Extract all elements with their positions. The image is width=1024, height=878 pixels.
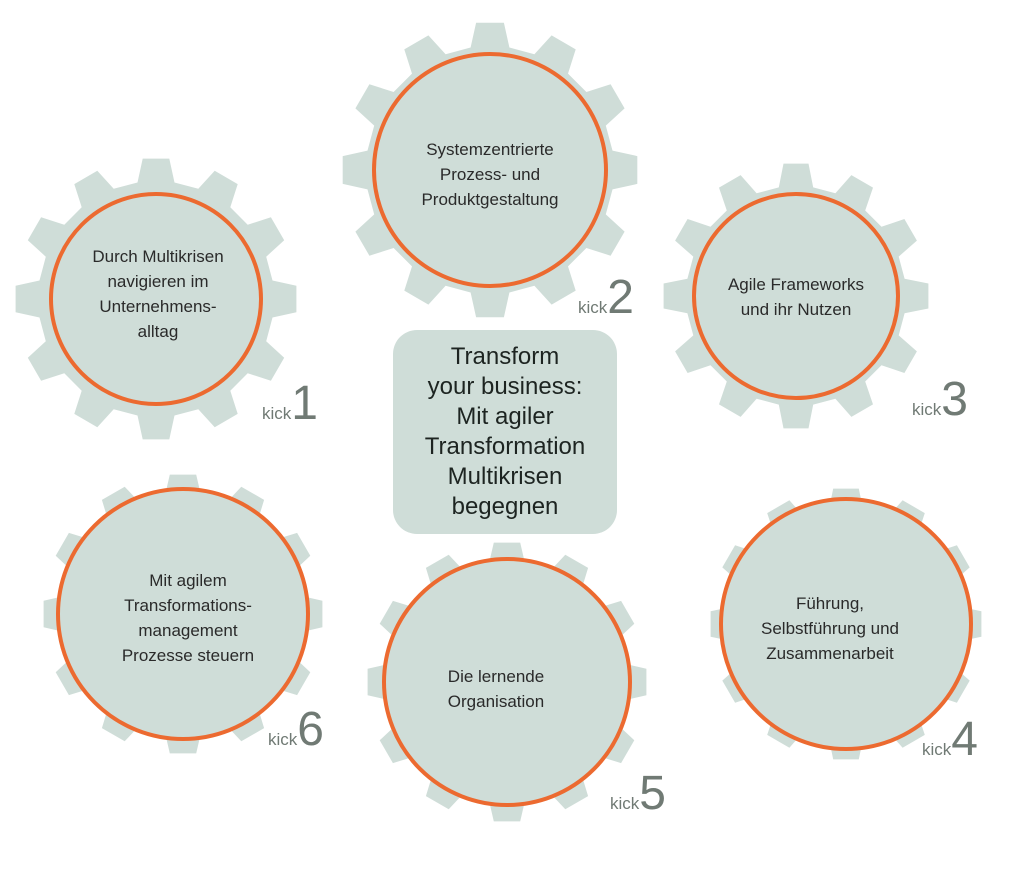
gear-4-kick: kick4 bbox=[922, 716, 978, 764]
gear-2-kick-number: 2 bbox=[607, 271, 634, 324]
gear-1-ring bbox=[49, 192, 263, 406]
gear-3-label: Agile Frameworks und ihr Nutzen bbox=[727, 275, 865, 319]
gear-4-label: Führung, Selbstführung und Zusammenarbei… bbox=[761, 594, 899, 663]
gear-2-kick: kick2 bbox=[578, 274, 634, 322]
gear-6-kick-number: 6 bbox=[297, 703, 324, 756]
gear-2-label: Systemzentrierte Prozess- und Produktges… bbox=[421, 140, 559, 209]
gear-3-kick: kick3 bbox=[912, 376, 968, 424]
gear-5-kick-number: 5 bbox=[639, 767, 666, 820]
gear-5-label: Die lernende Organisation bbox=[447, 667, 545, 711]
center-title: Transform your business: Mit agiler Tran… bbox=[424, 343, 586, 520]
gear-1-kick: kick1 bbox=[262, 380, 318, 428]
gear-2-kick-word: kick bbox=[578, 298, 608, 317]
gear-4-kick-number: 4 bbox=[951, 713, 978, 766]
gear-5-kick-word: kick bbox=[610, 794, 640, 813]
gear-2-ring bbox=[372, 52, 608, 288]
gear-6-kick-word: kick bbox=[268, 730, 298, 749]
gear-5-kick: kick5 bbox=[610, 770, 666, 818]
gear-1-kick-number: 1 bbox=[291, 377, 318, 430]
gear-4-kick-word: kick bbox=[922, 740, 952, 759]
gear-layer bbox=[15, 22, 982, 822]
gear-3-kick-number: 3 bbox=[941, 373, 968, 426]
gear-5-ring bbox=[382, 557, 632, 807]
gear-4-ring bbox=[719, 497, 973, 751]
gear-3-kick-word: kick bbox=[912, 400, 942, 419]
center-box: Transform your business: Mit agiler Tran… bbox=[393, 330, 617, 534]
gear-6-label: Mit agilem Transformations- management P… bbox=[121, 571, 255, 665]
gear-1-kick-word: kick bbox=[262, 404, 292, 423]
gear-1-label: Durch Multikrisen navigieren im Unterneh… bbox=[92, 247, 224, 341]
gear-6-ring bbox=[56, 487, 310, 741]
gear-6-kick: kick6 bbox=[268, 706, 324, 754]
gear-3-ring bbox=[692, 192, 900, 400]
